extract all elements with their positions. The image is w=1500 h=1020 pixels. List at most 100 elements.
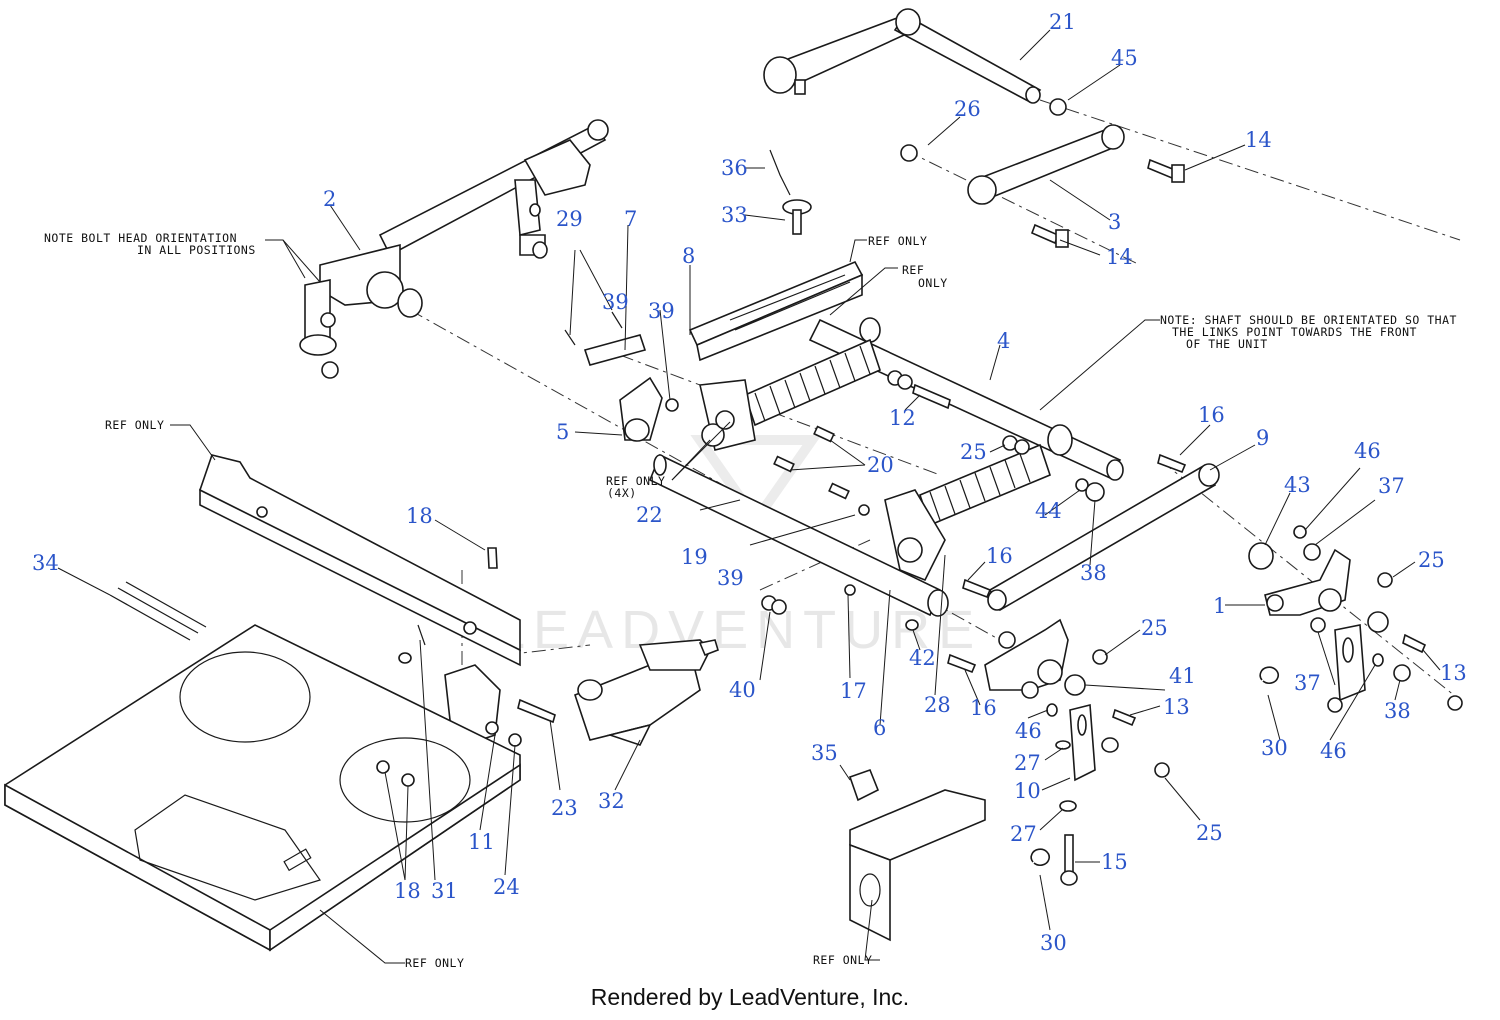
- nut-right[interactable]: [1447, 695, 1463, 711]
- callout-39-upper[interactable]: 39: [602, 290, 629, 314]
- callout-33[interactable]: 33: [721, 203, 748, 227]
- callout-9[interactable]: 9: [1256, 426, 1269, 450]
- washer-38-a[interactable]: [1085, 482, 1105, 502]
- height-indicator-plate[interactable]: [688, 260, 864, 362]
- callout-4[interactable]: 4: [997, 329, 1010, 353]
- nut-25-b[interactable]: [1377, 572, 1393, 588]
- washer-38-b[interactable]: [1393, 664, 1411, 682]
- right-bell-crank[interactable]: [1264, 548, 1351, 616]
- callout-27-lower[interactable]: 27: [1010, 822, 1037, 846]
- callout-26[interactable]: 26: [954, 97, 981, 121]
- washer-13-a[interactable]: [1367, 611, 1389, 633]
- center-bracket-28[interactable]: [884, 489, 946, 582]
- bolt-13-right[interactable]: [1402, 633, 1427, 654]
- callout-5[interactable]: 5: [556, 420, 569, 444]
- callout-14-upper[interactable]: 14: [1245, 128, 1272, 152]
- nut-25-c[interactable]: [1092, 649, 1108, 665]
- callout-46-upper[interactable]: 46: [1354, 439, 1381, 463]
- washer-40-b[interactable]: [771, 599, 787, 615]
- bolt-13-left[interactable]: [1112, 708, 1137, 727]
- bracket-7[interactable]: [583, 334, 647, 366]
- callout-29[interactable]: 29: [556, 207, 583, 231]
- washer-39-b[interactable]: [858, 504, 870, 516]
- callout-13-left[interactable]: 13: [1163, 695, 1190, 719]
- callout-45[interactable]: 45: [1111, 46, 1138, 70]
- callout-14-lower[interactable]: 14: [1106, 245, 1133, 269]
- callout-46-right[interactable]: 46: [1320, 739, 1347, 763]
- washer-37-b[interactable]: [1310, 617, 1326, 633]
- washer-27-b[interactable]: [1059, 800, 1077, 812]
- pin-31[interactable]: [417, 624, 426, 646]
- bushing-43[interactable]: [1248, 542, 1274, 570]
- callout-30-left[interactable]: 30: [1040, 931, 1067, 955]
- callout-24[interactable]: 24: [493, 875, 520, 899]
- left-bell-crank-41[interactable]: [984, 618, 1086, 699]
- callout-41[interactable]: 41: [1169, 664, 1196, 688]
- left-adjust-link-10[interactable]: [1069, 703, 1119, 782]
- callout-8[interactable]: 8: [682, 244, 695, 268]
- cable-ties-34[interactable]: [109, 581, 207, 641]
- washer-44[interactable]: [1075, 478, 1089, 492]
- callout-18-bottom[interactable]: 18: [394, 879, 421, 903]
- spacer-46-c[interactable]: [1046, 703, 1058, 717]
- spring-bracket-assembly[interactable]: [699, 379, 756, 451]
- pivot-bracket-5[interactable]: [619, 376, 663, 442]
- washer-27-a[interactable]: [1055, 740, 1071, 750]
- callout-20[interactable]: 20: [867, 453, 894, 477]
- bolt-18-a[interactable]: [376, 760, 390, 774]
- right-lift-arm[interactable]: [987, 463, 1220, 612]
- callout-16-lower[interactable]: 16: [970, 696, 997, 720]
- callout-22[interactable]: 22: [636, 503, 663, 527]
- callout-43[interactable]: 43: [1284, 473, 1311, 497]
- main-lift-shaft[interactable]: [808, 317, 1124, 481]
- bolt-24[interactable]: [508, 733, 522, 747]
- right-adjust-link[interactable]: [1327, 624, 1366, 713]
- pin-36[interactable]: [769, 149, 791, 196]
- upper-lift-link[interactable]: [763, 8, 1042, 104]
- spacer-46-b[interactable]: [1372, 653, 1384, 667]
- callout-40[interactable]: 40: [729, 678, 756, 702]
- callout-19[interactable]: 19: [681, 545, 708, 569]
- nut-41[interactable]: [998, 631, 1016, 649]
- bolt-18-top[interactable]: [487, 547, 498, 569]
- nut-25-d[interactable]: [1154, 762, 1170, 778]
- callout-36[interactable]: 36: [721, 156, 748, 180]
- callout-37-lower[interactable]: 37: [1294, 671, 1321, 695]
- callout-30-right[interactable]: 30: [1261, 736, 1288, 760]
- washer-12-b[interactable]: [897, 374, 913, 390]
- callout-1[interactable]: 1: [1213, 594, 1226, 618]
- callout-42[interactable]: 42: [909, 646, 936, 670]
- bolt-16-upper[interactable]: [1157, 453, 1187, 474]
- nut-26[interactable]: [900, 144, 918, 162]
- nut-31[interactable]: [398, 652, 412, 664]
- bolt-14-upper[interactable]: [1147, 158, 1185, 183]
- cotter-pin-29[interactable]: [564, 311, 623, 346]
- callout-15[interactable]: 15: [1101, 850, 1128, 874]
- callout-44[interactable]: 44: [1035, 499, 1062, 523]
- washer-37-a[interactable]: [1303, 543, 1321, 561]
- callout-6[interactable]: 6: [873, 716, 886, 740]
- bolt-16-lower[interactable]: [947, 653, 977, 674]
- callout-31[interactable]: 31: [431, 879, 458, 903]
- left-lift-arm[interactable]: [299, 119, 609, 379]
- callout-25-upper[interactable]: 25: [960, 440, 987, 464]
- callout-35[interactable]: 35: [811, 741, 838, 765]
- bolt-12[interactable]: [912, 383, 951, 410]
- pin-20-a[interactable]: [813, 425, 835, 443]
- callout-39-middle[interactable]: 39: [648, 299, 675, 323]
- callout-16-upper[interactable]: 16: [1198, 403, 1225, 427]
- callout-27-upper[interactable]: 27: [1014, 751, 1041, 775]
- callout-18-top[interactable]: 18: [406, 504, 433, 528]
- callout-11[interactable]: 11: [468, 830, 495, 854]
- callout-13-right[interactable]: 13: [1440, 661, 1467, 685]
- upper-spring[interactable]: [744, 338, 881, 427]
- switch-35[interactable]: [848, 768, 880, 802]
- callout-39-lower[interactable]: 39: [717, 566, 744, 590]
- callout-32[interactable]: 32: [598, 789, 625, 813]
- pin-19[interactable]: [828, 482, 850, 500]
- nut-42[interactable]: [905, 619, 919, 631]
- eye-bolt-15[interactable]: [1060, 834, 1078, 886]
- washer-39-a[interactable]: [665, 398, 679, 412]
- callout-2[interactable]: 2: [323, 187, 336, 211]
- callout-25-left[interactable]: 25: [1141, 616, 1168, 640]
